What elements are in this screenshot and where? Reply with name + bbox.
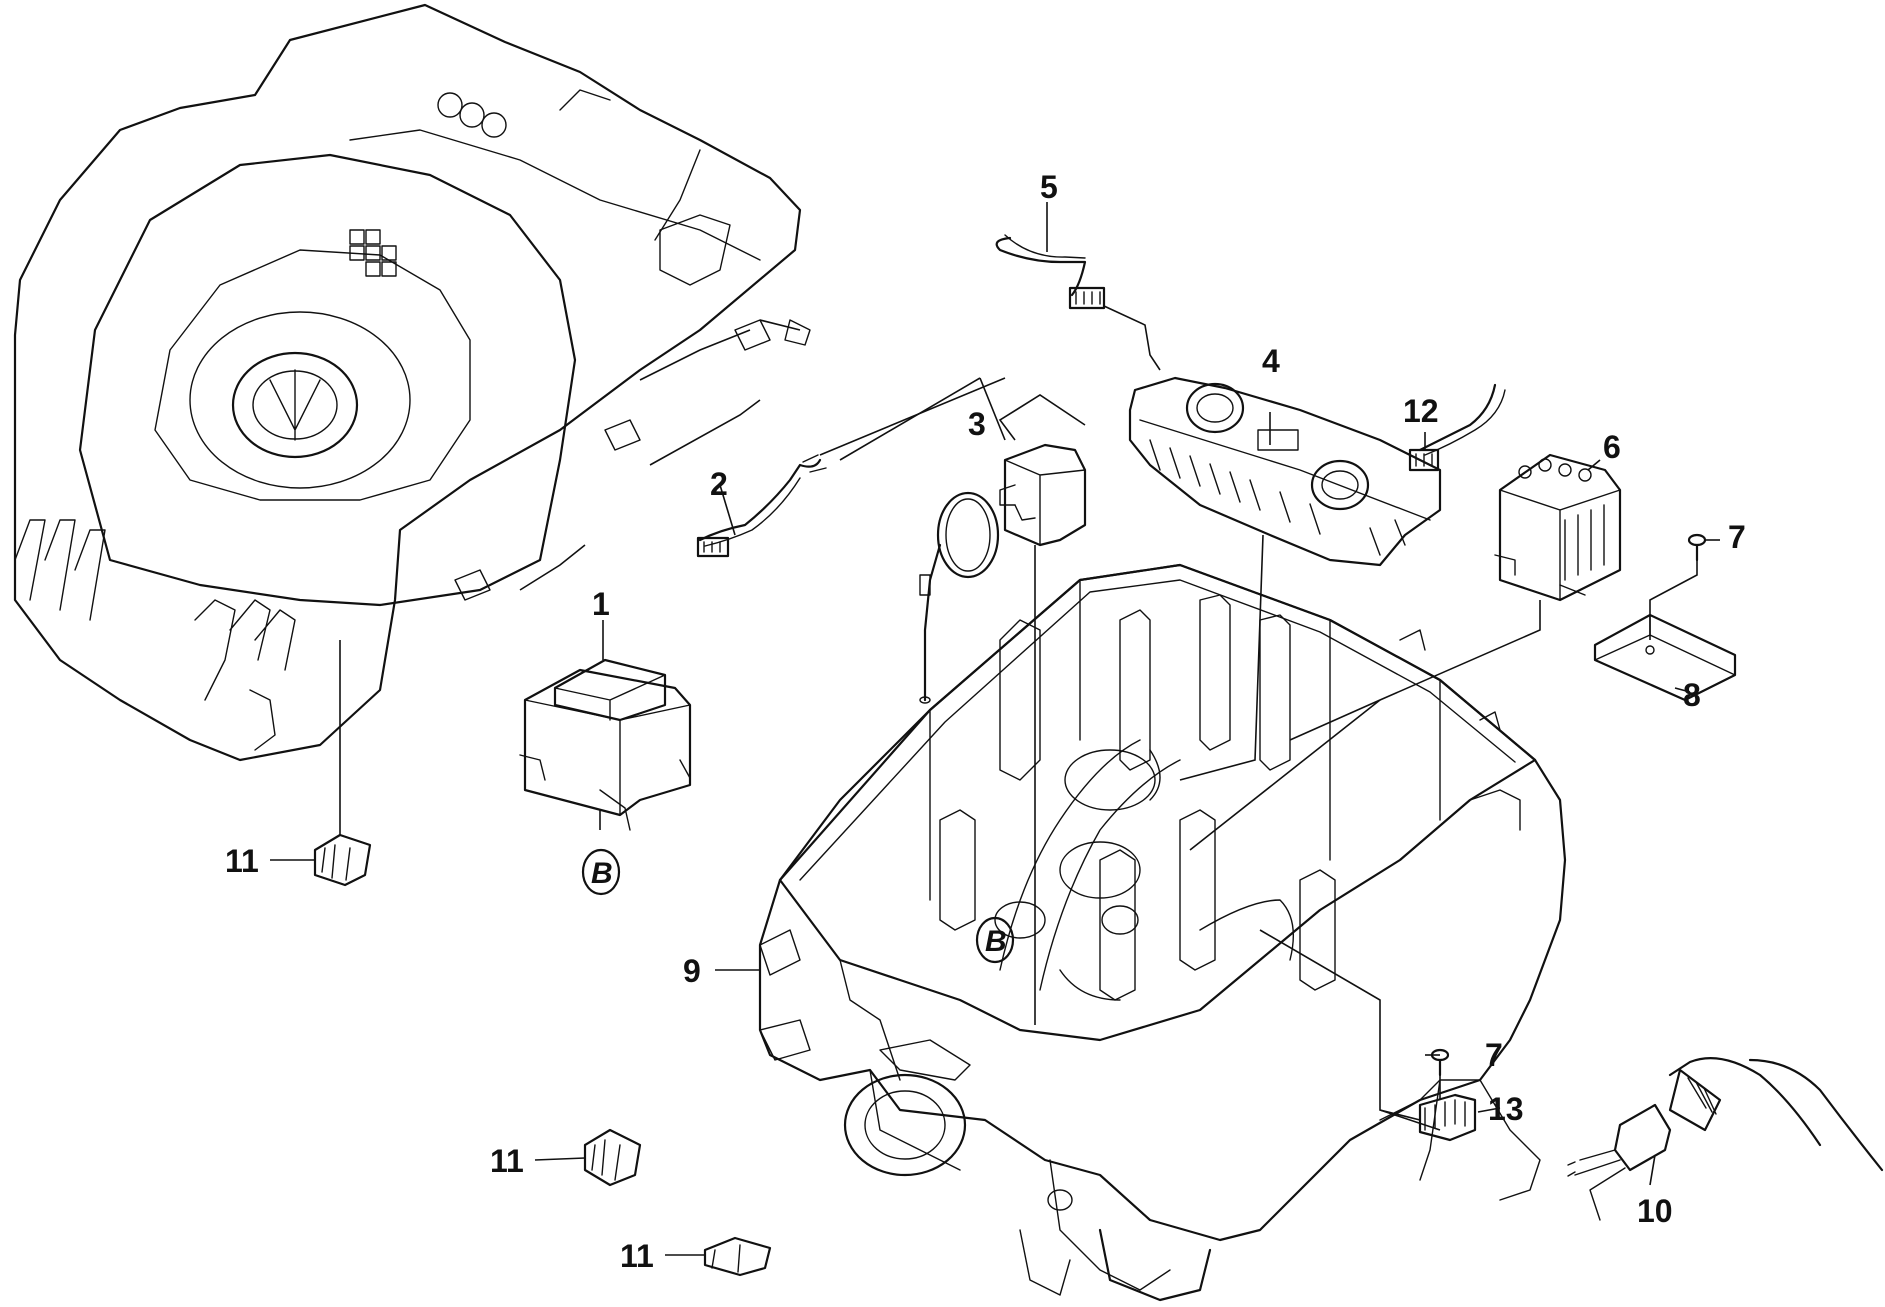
transformer-1 (519, 658, 692, 831)
screw-7-upper (1687, 533, 1707, 562)
label-part-12: 12 (1403, 393, 1439, 429)
part-labels: 1 2 3 4 5 6 7 8 9 10 11 11 11 12 7 13 (225, 169, 1746, 1274)
din-rail-8 (1593, 613, 1737, 702)
label-part-5: 5 (1040, 169, 1058, 205)
terminal-block-13 (1418, 1093, 1477, 1142)
label-part-4: 4 (1262, 343, 1280, 379)
ref-b-transformer-label: B (591, 857, 613, 890)
label-part-7-upper: 7 (1728, 519, 1746, 555)
leader-lines (270, 202, 1720, 1256)
label-part-7-lower: 7 (1485, 1037, 1503, 1073)
ref-b-housing-label: B (985, 925, 1007, 958)
ref-b-housing: B (975, 916, 1015, 964)
label-part-8: 8 (1683, 677, 1701, 713)
label-part-3: 3 (968, 406, 986, 442)
power-cord-10 (1567, 1057, 1884, 1221)
top-cover (13, 3, 811, 762)
thermostat-3 (919, 443, 1087, 704)
connector-12 (1408, 383, 1506, 472)
label-part-1: 1 (592, 586, 610, 622)
label-part-6: 6 (1603, 429, 1621, 465)
clip-11b (583, 1128, 642, 1187)
label-part-9: 9 (683, 953, 701, 989)
harness-2 (696, 454, 827, 558)
pcb-4 (1128, 376, 1442, 567)
label-part-10: 10 (1637, 1193, 1673, 1229)
screw-7-lower (1430, 1048, 1450, 1077)
clip-11c (703, 1236, 772, 1277)
label-part-11-top: 11 (225, 843, 259, 879)
clip-11a (313, 833, 372, 887)
ref-b-transformer: B (581, 848, 621, 896)
label-part-11-bottom: 11 (620, 1238, 654, 1274)
label-part-13: 13 (1488, 1091, 1524, 1127)
label-part-11-middle: 11 (490, 1143, 524, 1179)
label-part-2: 2 (710, 466, 728, 502)
cable-5 (995, 234, 1106, 310)
contactor-6 (1494, 453, 1622, 602)
base-housing-9 (758, 563, 1567, 1302)
